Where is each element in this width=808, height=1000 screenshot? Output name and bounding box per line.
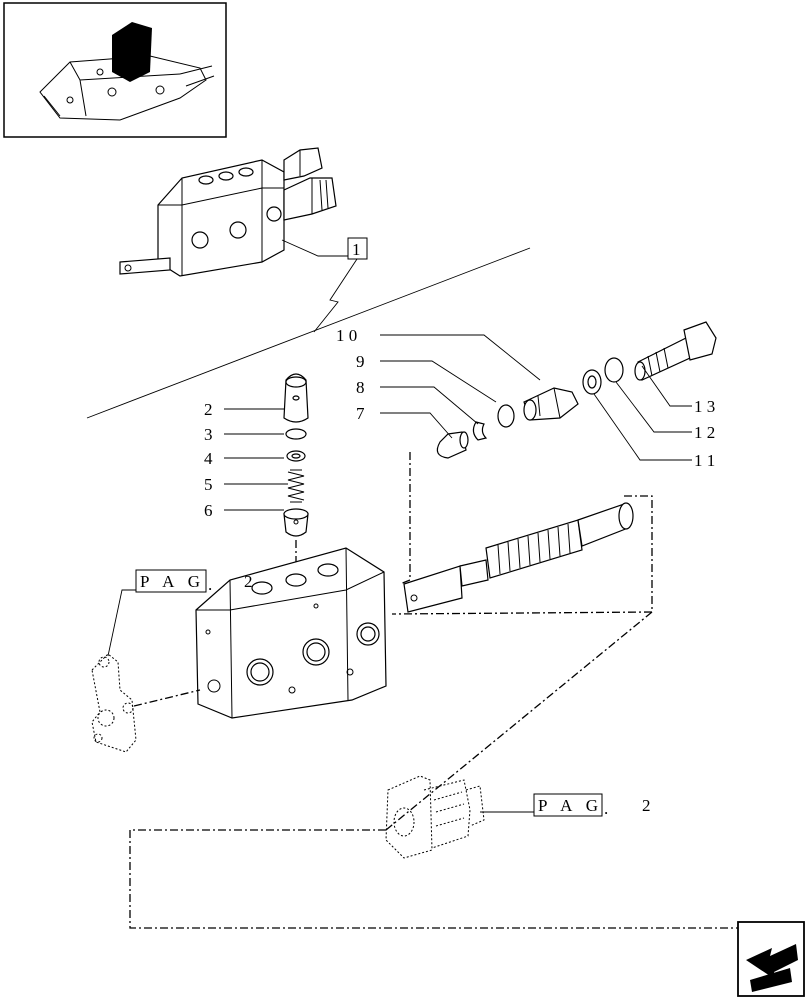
spool <box>403 502 634 613</box>
next-page-arrow-icon[interactable] <box>737 921 805 997</box>
callout-label-2-body: 2 <box>244 572 253 591</box>
leaders-left <box>224 408 290 511</box>
page-ref-left[interactable]: P A G . <box>107 569 212 657</box>
callout-label-10: 1 0 <box>336 326 357 345</box>
part-2-valve-cap <box>283 373 309 423</box>
callout-label-13: 1 3 <box>694 397 715 416</box>
callout-label-8: 8 <box>356 378 365 397</box>
callout-label-7: 7 <box>356 404 365 423</box>
page-ref-bottom-dot: . <box>604 799 608 818</box>
callout-label-1: 1 <box>352 240 361 259</box>
part-7-plunger <box>436 431 469 459</box>
part-5-spring <box>287 469 305 503</box>
tractor-lift-cover-thumbnail <box>39 22 215 121</box>
part-12-o-ring <box>604 357 624 383</box>
thumbnail-frame <box>3 2 227 138</box>
section-divider-line <box>86 247 531 419</box>
page-ref-bottom[interactable]: P A G . 2 <box>533 793 651 818</box>
part-10-plug <box>523 387 579 421</box>
callout-label-6: 6 <box>204 501 213 520</box>
callout-label-4: 4 <box>204 449 213 468</box>
page-ref-bottom-label: P A G <box>538 796 603 815</box>
callout-label-5: 5 <box>204 475 213 494</box>
washer-hole <box>291 453 301 459</box>
main-valve-body <box>195 547 387 719</box>
assembly-dash-lines <box>129 452 804 929</box>
callout-label-9: 9 <box>356 352 365 371</box>
lever-linkage <box>91 653 137 753</box>
page-ref-left-label: P A G <box>140 572 205 591</box>
part-9-o-ring <box>497 404 515 428</box>
page-ref-left-dot: . <box>208 575 212 594</box>
callout-label-2: 2 <box>204 400 213 419</box>
bottom-housing <box>385 775 485 859</box>
callout-1: 1 <box>281 237 368 333</box>
callout-label-12: 1 2 <box>694 423 715 442</box>
callout-label-3: 3 <box>204 425 213 444</box>
page-ref-bottom-number: 2 <box>642 796 651 815</box>
valve-assembly-top <box>119 147 337 277</box>
callout-label-11: 1 1 <box>694 451 715 470</box>
part-6-valve-body <box>283 508 309 537</box>
part-13-screw <box>634 321 717 381</box>
part-3-o-ring <box>285 428 307 440</box>
part-8-snap-ring <box>472 421 488 441</box>
leaders-right <box>380 334 692 461</box>
part-11-washer <box>582 369 602 395</box>
